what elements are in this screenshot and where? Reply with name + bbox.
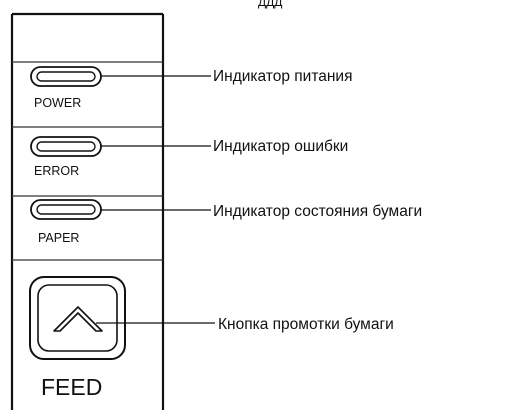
paper-led-inner xyxy=(36,204,96,215)
power-led-inner xyxy=(36,71,96,82)
callout-paper: Индикатор состояния бумаги xyxy=(213,203,422,220)
feed-button[interactable]: FEED xyxy=(29,276,126,400)
callout-error: Индикатор ошибки xyxy=(213,138,348,155)
top-partial-text: ДДД xyxy=(258,0,282,9)
panel-dividers xyxy=(12,61,163,261)
indicator-power: POWER xyxy=(30,66,102,110)
indicator-paper: PAPER xyxy=(30,199,102,245)
indicator-error: ERROR xyxy=(30,136,102,178)
feed-button-inner xyxy=(37,284,118,352)
callout-power: Индикатор питания xyxy=(213,68,353,85)
feed-label: FEED xyxy=(41,374,102,400)
callout-lines xyxy=(96,75,215,324)
error-led-inner xyxy=(36,141,96,152)
paper-label: PAPER xyxy=(38,231,79,245)
power-label: POWER xyxy=(34,96,81,110)
chevron-up-icon xyxy=(53,306,103,332)
error-label: ERROR xyxy=(34,164,79,178)
callout-feed: Кнопка промотки бумаги xyxy=(218,316,394,333)
panel-frame xyxy=(10,12,165,410)
